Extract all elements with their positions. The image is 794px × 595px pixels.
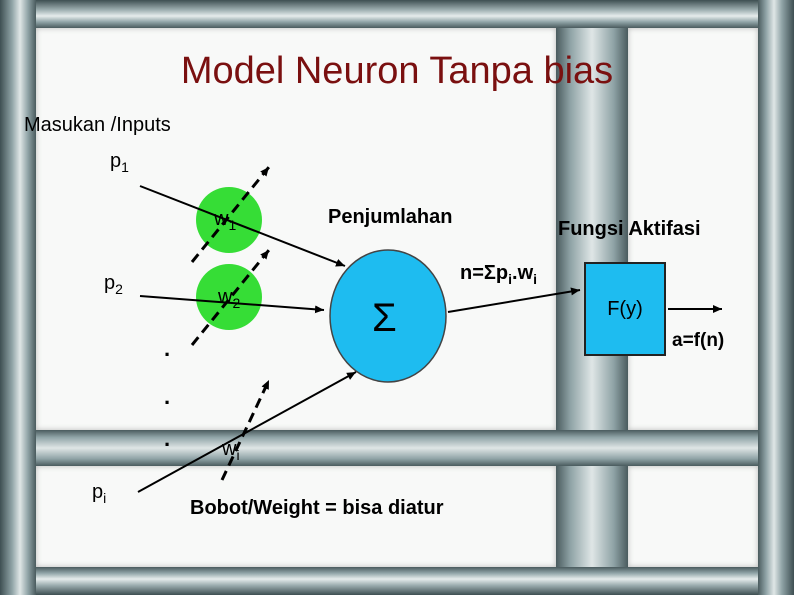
input-line-2 [139, 295, 325, 314]
page-title: Model Neuron Tanpa bias [180, 50, 614, 92]
weight-note: Bobot/Weight = bisa diatur [190, 497, 444, 519]
weight-w1-label: w1 [214, 208, 237, 233]
sum-label: Penjumlahan [328, 206, 453, 228]
input-p1-label: p1 [110, 150, 129, 175]
input-line-i [137, 371, 357, 493]
input-pi-label: pi [92, 481, 107, 506]
panel-right [628, 28, 758, 430]
adjust-arrow-i [220, 379, 271, 481]
activation-box: F(y) [584, 262, 666, 356]
sum-symbol: Σ [372, 296, 397, 340]
ellipsis-dot-2: . [164, 384, 171, 409]
input-line-1 [139, 185, 346, 267]
adjust-arrow-1 [190, 166, 271, 263]
weight-wi-label: wi [222, 438, 240, 463]
activation-label: Fungsi Aktifasi [558, 218, 701, 240]
adjust-arrow-2 [190, 249, 271, 346]
inputs-label: Masukan /Inputs [24, 114, 171, 136]
sum-output-line [447, 287, 581, 313]
output-label: a=f(n) [672, 330, 725, 351]
input-p2-label: p2 [104, 272, 123, 297]
frame-divider-horizontal [36, 430, 758, 466]
sum-node [329, 249, 447, 383]
ellipsis-dot-3: . [164, 426, 171, 451]
weight-w2-label: w2 [218, 286, 241, 311]
ellipsis-dot-1: . [164, 336, 171, 361]
panel-bottom [36, 466, 556, 567]
panel-bottom-right [628, 466, 758, 567]
panel-main [36, 28, 556, 430]
net-formula: n=Σpi.wi [460, 262, 538, 287]
